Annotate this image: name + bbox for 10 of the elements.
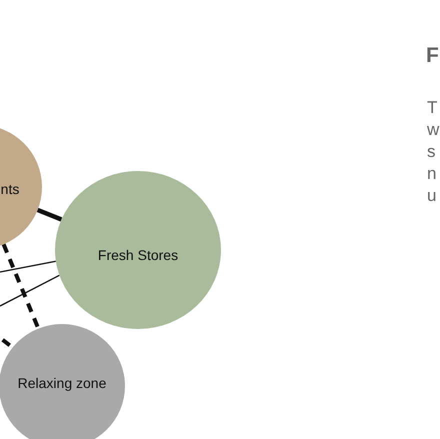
dashed-connector: [2, 244, 40, 330]
paragraph: T w s n u: [427, 97, 438, 207]
node-label: nts: [0, 181, 20, 197]
connector-line: [36, 208, 62, 222]
circle-node: [0, 324, 125, 439]
node-label: Relaxing zone: [18, 375, 106, 391]
connector-line: [0, 260, 56, 273]
heading: F: [426, 44, 439, 68]
connector-line: [0, 274, 60, 307]
node-label: Fresh Stores: [98, 247, 178, 263]
